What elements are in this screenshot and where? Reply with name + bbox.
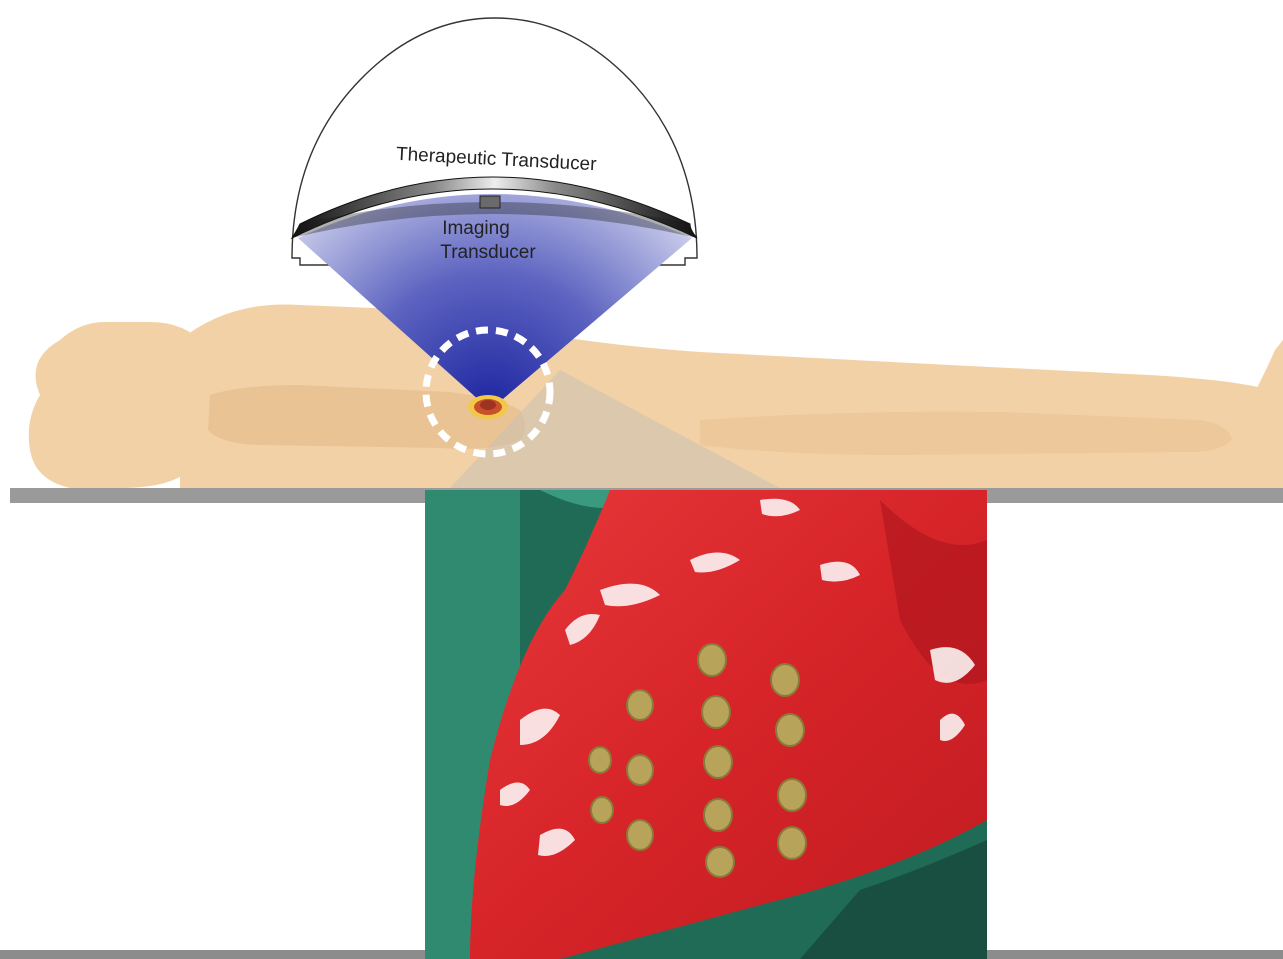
imaging-transducer-label-line2: Transducer: [440, 242, 536, 263]
imaging-transducer-element: [480, 196, 500, 208]
tissue-photo: [425, 490, 987, 959]
imaging-transducer-label-line1: Imaging: [442, 218, 510, 239]
patient-body: [29, 304, 1283, 488]
